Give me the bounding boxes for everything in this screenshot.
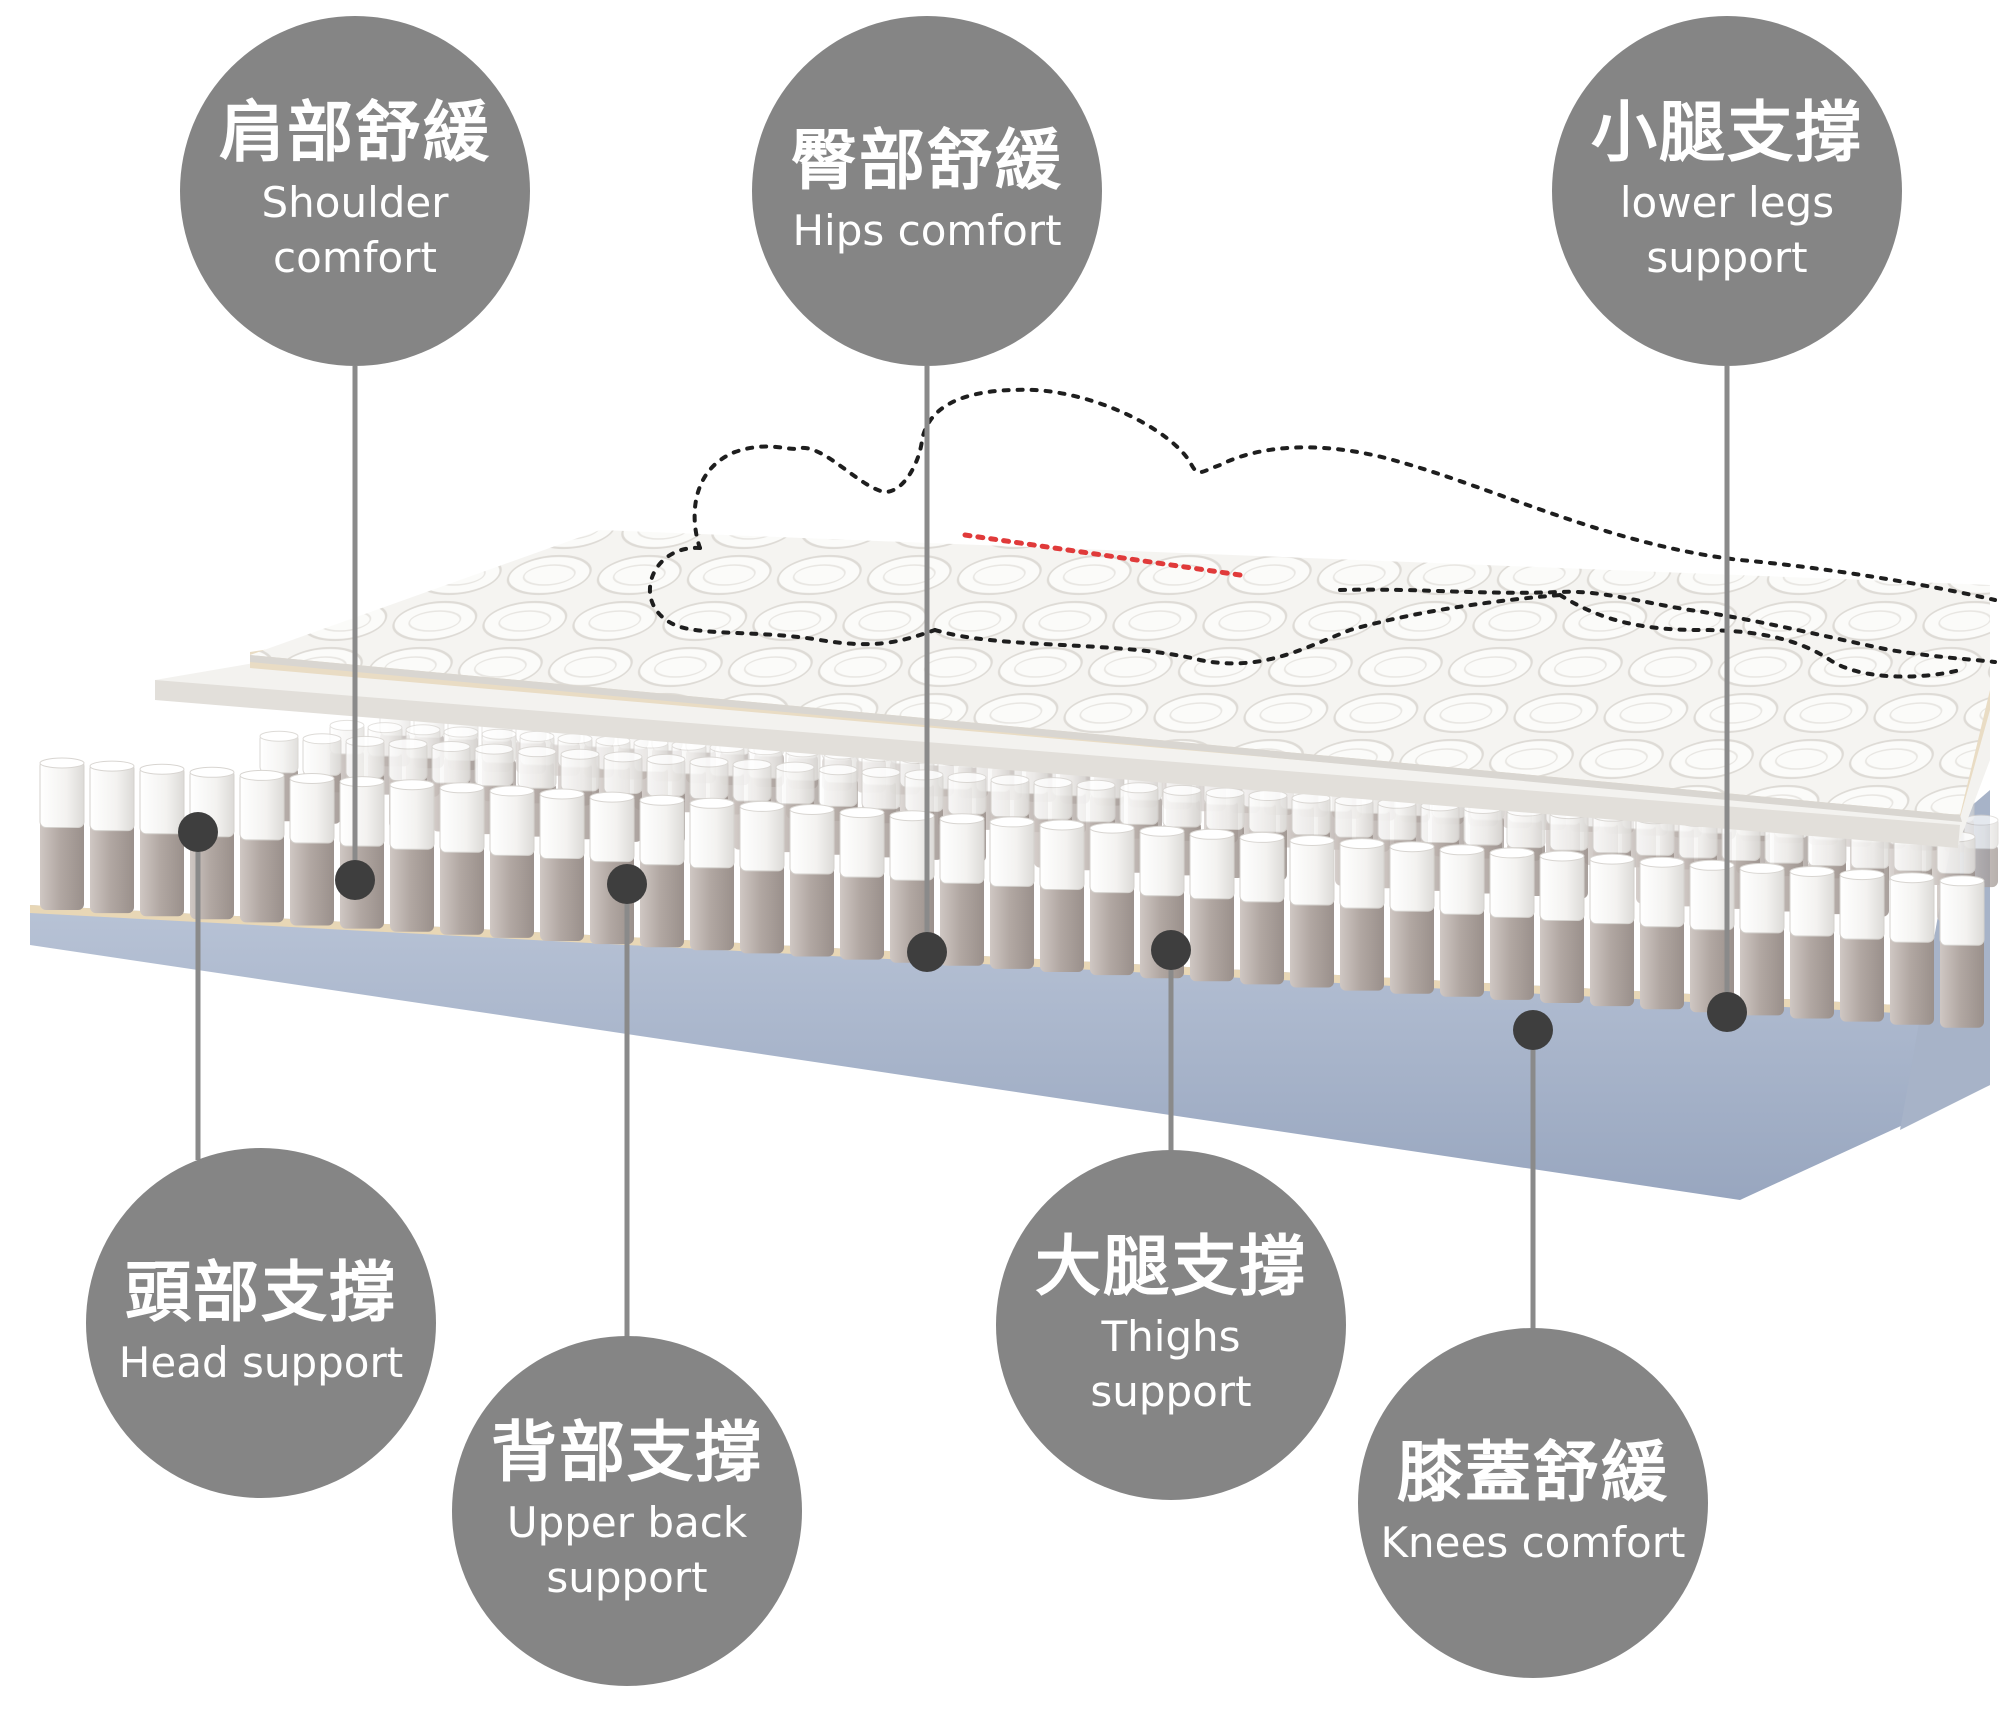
zone-subtitle-line: comfort [273, 232, 437, 282]
spine-indicator [962, 532, 1243, 578]
zone-subtitle: Thighs support [1090, 1310, 1251, 1419]
callout-connectors [195, 366, 1730, 1342]
spring-pocket [1689, 859, 1735, 1013]
zone-subtitle-line: support [1090, 1366, 1252, 1416]
zone-subtitle-line: Head support [118, 1337, 404, 1387]
spring-pocket [89, 760, 135, 914]
zone-title: 大腿支撐 [1035, 1228, 1307, 1306]
spring-pocket [39, 757, 85, 910]
marker-shoulder [335, 860, 375, 900]
spring-pocket [339, 776, 385, 929]
zone-subtitle-line: Thighs [1101, 1312, 1241, 1362]
zone-title: 膝蓋舒緩 [1397, 1433, 1669, 1511]
zone-head-support: 頭部支撐 Head support [86, 1148, 436, 1498]
zone-upper-back-support: 背部支撐 Upper back support [452, 1336, 802, 1686]
spring-pocket [489, 785, 535, 938]
spring-pocket [689, 797, 735, 951]
spring-pocket [1439, 844, 1485, 997]
spring-pocket [1139, 825, 1185, 979]
spring-pocket [1639, 856, 1685, 1010]
zone-subtitle-line: support [546, 1552, 708, 1602]
marker-lowerlegs [1707, 992, 1747, 1032]
spring-pocket [1289, 835, 1335, 988]
spring-pocket [239, 769, 285, 923]
zone-subtitle-line: Shoulder [261, 178, 449, 228]
spring-pocket [989, 816, 1035, 969]
spring-pocket [939, 813, 985, 966]
spring-pocket [539, 788, 585, 941]
zone-title: 頭部支撐 [125, 1253, 397, 1331]
zone-shoulder-comfort: 肩部舒緩 Shoulder comfort [180, 16, 530, 366]
zone-subtitle: Knees comfort [1381, 1516, 1686, 1571]
spring-pocket [1089, 822, 1135, 976]
spring-pocket [139, 763, 185, 917]
spring-pocket [439, 782, 485, 935]
spring-pocket [1889, 872, 1935, 1025]
zone-subtitle: Head support [119, 1336, 403, 1391]
zone-knees-comfort: 膝蓋舒緩 Knees comfort [1358, 1328, 1708, 1678]
zone-title: 背部支撐 [491, 1414, 763, 1492]
spring-pocket [1589, 853, 1635, 1007]
zone-subtitle: Shoulder comfort [261, 176, 448, 285]
spring-pocket [639, 794, 685, 948]
spring-pocket [1389, 841, 1435, 994]
spring-pocket [739, 800, 785, 954]
spring-pocket [1239, 831, 1285, 985]
spring-pocket [1189, 828, 1235, 982]
zone-subtitle-line: support [1646, 232, 1808, 282]
marker-hips [907, 932, 947, 972]
spring-pocket [1039, 819, 1085, 972]
spring-pocket [1839, 869, 1885, 1022]
zone-subtitle: Upper back support [507, 1496, 747, 1605]
zone-title: 肩部舒緩 [219, 94, 491, 172]
spring-pocket [1939, 875, 1985, 1028]
zone-thighs-support: 大腿支撐 Thighs support [996, 1150, 1346, 1500]
zone-subtitle-line: Knees comfort [1380, 1517, 1686, 1567]
marker-upperback [607, 864, 647, 904]
foam-layer-front [155, 680, 1960, 848]
spring-pocket [1489, 847, 1535, 1000]
spring-pocket [1789, 866, 1835, 1019]
zone-subtitle-line: Upper back [506, 1498, 748, 1548]
zone-lower-legs-support: 小腿支撐 lower legs support [1552, 16, 1902, 366]
mattress-base-fabric [30, 905, 1990, 1200]
zone-markers [178, 812, 1747, 1050]
quilted-top-edge [250, 655, 1962, 822]
zone-subtitle-line: lower legs [1619, 178, 1835, 228]
spring-pocket [289, 773, 335, 926]
spring-pocket [789, 804, 835, 957]
zone-title: 小腿支撐 [1591, 94, 1863, 172]
zone-subtitle-line: Hips comfort [792, 205, 1062, 255]
spring-pocket [1739, 862, 1785, 1016]
marker-knees [1513, 1010, 1553, 1050]
zone-hips-comfort: 臀部舒緩 Hips comfort [752, 16, 1102, 366]
spring-pocket [1539, 850, 1585, 1003]
spring-pocket [1339, 838, 1385, 991]
zone-subtitle: lower legs support [1620, 176, 1834, 285]
marker-head [178, 812, 218, 852]
zone-subtitle: Hips comfort [792, 204, 1061, 259]
marker-thighs [1151, 930, 1191, 970]
spring-pocket [839, 807, 885, 960]
quilted-top [250, 530, 1990, 815]
sleeper-outline [647, 387, 1997, 679]
zone-title: 臀部舒緩 [791, 121, 1063, 199]
spring-pocket [389, 779, 435, 932]
